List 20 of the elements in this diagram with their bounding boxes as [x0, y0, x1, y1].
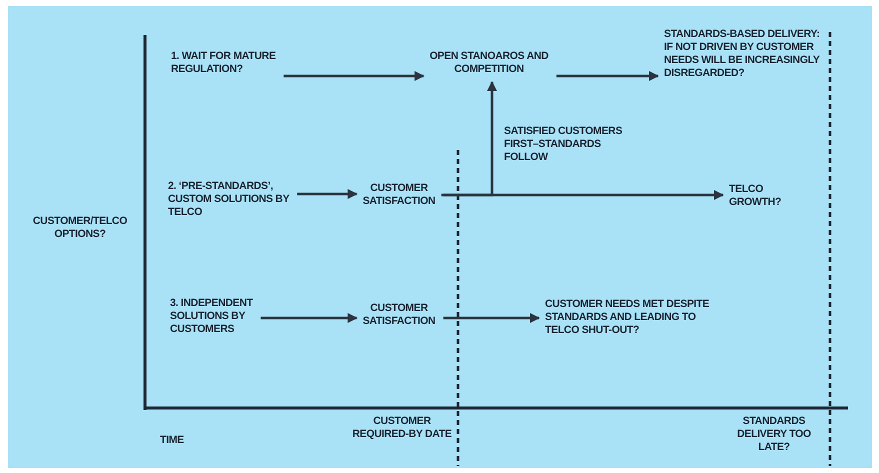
option-text: TELCO GROWTH?	[729, 183, 799, 209]
arrow	[556, 71, 659, 81]
option-text: CUSTOMER SATISFACTION	[352, 302, 446, 328]
option-text: CUSTOMER SATISFACTION	[352, 182, 446, 208]
arrow	[284, 71, 425, 81]
option-text: 3. INDEPENDENT SOLUTIONS BY CUSTOMERS	[170, 297, 300, 336]
option-text: OPEN STANOAROS AND COMPETITION	[428, 50, 550, 76]
axis-label: CUSTOMER REQUIRED-BY DATE	[352, 415, 452, 441]
arrow	[297, 189, 358, 199]
arrow	[260, 313, 358, 323]
option-text: 2. ‘PRE-STANDARDS’, CUSTOM SOLUTIONS BY TELCO	[168, 180, 303, 219]
axis-label: STANDARDS DELIVERY TOO LATE?	[736, 415, 812, 454]
option-text: 1. WAIT FOR MATURE REGULATION?	[171, 50, 311, 76]
option-text: STANDARDS-BASED DELIVERY: IF NOT DRIVEN BY CUSTOMER NEEDS WILL BE INCREASINGLY DISREGARDED?	[664, 28, 829, 80]
axis-label: TIME	[160, 434, 185, 447]
option-text: CUSTOMER NEEDS MET DESPITE STANDARDS AND LEADING TO TELCO SHUT-OUT?	[545, 298, 730, 337]
edge-label: SATISFIED CUSTOMERS FIRST–STANDARDS FOLLOW	[504, 125, 624, 164]
arrow	[443, 313, 540, 323]
arrow	[441, 81, 497, 196]
axis-label: CUSTOMER/TELCO OPTIONS?	[32, 215, 128, 241]
